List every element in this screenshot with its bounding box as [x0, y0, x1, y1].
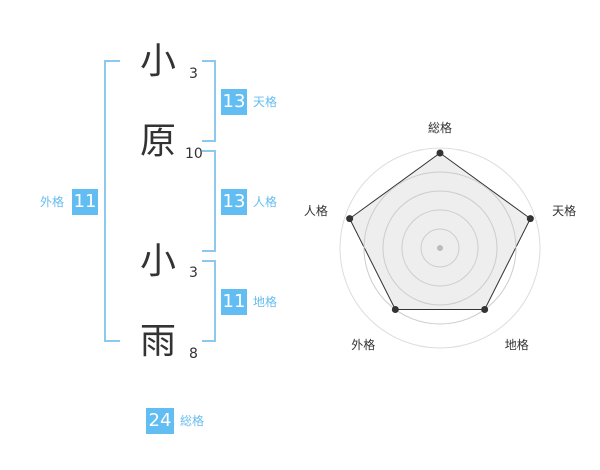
radar-data-polygon	[349, 152, 531, 310]
stroke-count-1: 3	[189, 66, 198, 82]
radar-grid-ring	[382, 190, 498, 306]
jinkaku-value-badge: 13	[221, 189, 247, 215]
chikaku-bracket	[202, 260, 216, 342]
chikaku-label: 地格	[253, 295, 278, 309]
name-char-3: 小	[140, 241, 177, 282]
radar-axis-label: 総格	[428, 120, 452, 135]
gaikaku-value-badge: 11	[72, 189, 98, 215]
name-char-2: 原	[140, 121, 177, 162]
chikaku-value-badge: 11	[221, 289, 247, 315]
radar-data-point	[481, 305, 489, 313]
radar-axis-label: 地格	[505, 337, 529, 352]
name-char-1: 小	[140, 41, 177, 82]
jinkaku-bracket	[202, 150, 216, 252]
radar-data-point	[391, 305, 399, 313]
stroke-count-2: 10	[185, 146, 203, 162]
radar-outer-ring	[339, 147, 541, 349]
radar-center-dot	[437, 245, 443, 251]
soukaku-label: 総格	[180, 414, 205, 428]
tenkaku-value-badge: 13	[221, 89, 247, 115]
radar-data-point	[346, 215, 354, 223]
radar-axis-label: 外格	[351, 337, 375, 352]
soukaku-value-badge: 24	[146, 408, 174, 434]
name-char-4: 雨	[140, 321, 177, 362]
radar-grid-ring	[363, 171, 517, 325]
gaikaku-label: 外格	[40, 195, 65, 209]
stroke-count-3: 3	[189, 265, 198, 281]
radar-axis-label: 人格	[304, 203, 328, 218]
stroke-count-4: 8	[189, 346, 198, 362]
tenkaku-bracket	[202, 60, 216, 142]
radar-data-point	[526, 215, 534, 223]
radar-axis-label: 天格	[552, 203, 576, 218]
jinkaku-label: 人格	[253, 195, 278, 209]
gaikaku-bracket	[104, 60, 120, 342]
radar-grid-ring	[420, 228, 460, 268]
radar-data-point	[436, 149, 444, 157]
radar-grid-ring	[401, 209, 479, 287]
tenkaku-label: 天格	[253, 95, 278, 109]
